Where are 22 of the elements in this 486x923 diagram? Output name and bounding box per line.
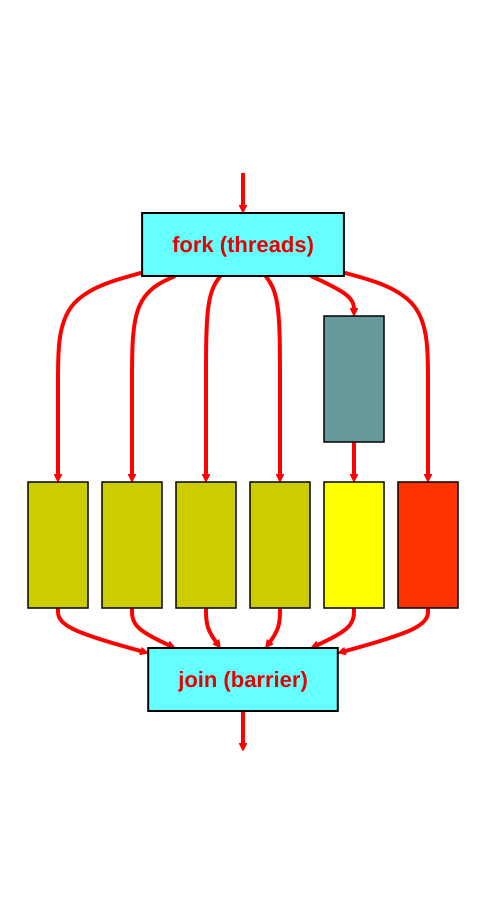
node-box: [323, 314, 385, 442]
node-box: [323, 480, 385, 608]
arrow: [350, 442, 358, 482]
node-box: [249, 480, 311, 608]
arrow: [265, 608, 282, 648]
arrow: [337, 608, 430, 655]
arrow: [238, 710, 248, 751]
arrow: [130, 608, 176, 648]
arrow: [238, 172, 248, 213]
arrow: [343, 270, 432, 482]
arrow: [202, 274, 222, 482]
arrow: [310, 608, 356, 648]
node-box: [397, 480, 459, 608]
node-box: [175, 480, 237, 608]
node-box: join (barrier): [147, 646, 339, 712]
node-box: fork (threads): [141, 212, 345, 276]
node-box: [27, 480, 89, 608]
arrow: [54, 270, 143, 482]
arrow: [264, 274, 284, 482]
arrow: [204, 608, 221, 648]
node-box: [101, 480, 163, 608]
arrow: [56, 608, 149, 655]
